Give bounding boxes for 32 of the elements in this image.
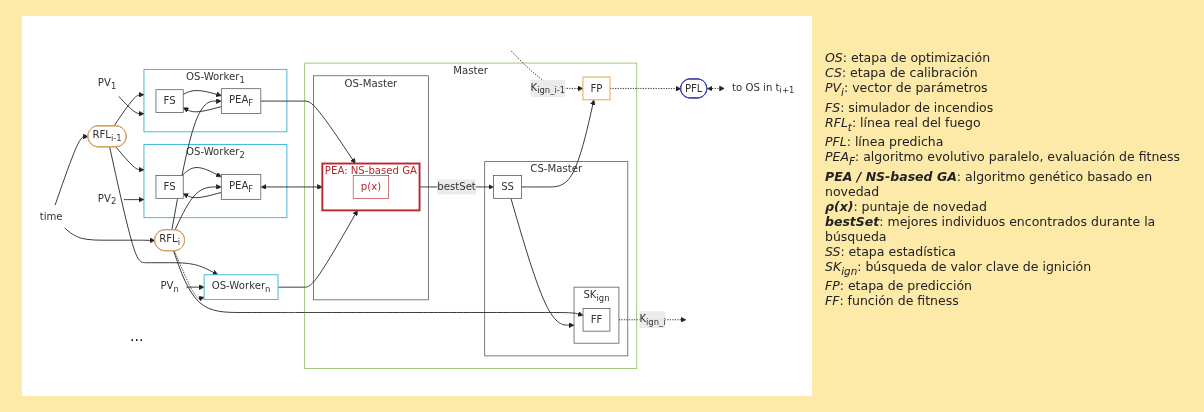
- definition-text: OS: etapa de optimización: [825, 50, 992, 65]
- definition-text: PV$_{i}$: vector de parámetros: [825, 80, 989, 100]
- node-box: FS: [155, 89, 184, 113]
- definition-text: ρ(x): puntaje de novedad: [825, 198, 988, 214]
- definition-text: bestSet: mejores individuos encontrados durante la búsqueda: [825, 213, 1157, 244]
- node-box: PEA$_{F}$: [220, 88, 262, 114]
- node-box: p(x): [352, 175, 390, 199]
- node-box: FF: [582, 308, 611, 332]
- arrow: [707, 85, 725, 92]
- node-box: PEA$_{F}$: [220, 174, 262, 200]
- definition-text: SS: etapa estadística: [825, 243, 958, 259]
- definition-text: CS: etapa de calibración: [825, 65, 979, 80]
- node-text: time: [39, 210, 63, 223]
- node-text: to OS in t$_{i+1}$: [732, 81, 795, 96]
- node-box: FS: [155, 175, 184, 199]
- ellipsis-text: ...: [130, 328, 144, 344]
- edge-label: bestSet: [437, 180, 476, 193]
- edge-label: K$_{ign_i}$: [639, 312, 666, 327]
- definition-text: FS: simulador de incendios: [825, 99, 995, 115]
- node-box: OS-Worker$_{n}$: [203, 274, 279, 301]
- definition-text: FP: etapa de predicción: [825, 278, 974, 293]
- node-box: FP: [582, 76, 611, 101]
- definition-text: PEA$_{F}$: algoritmo evolutivo paralelo, evaluación de fitness: [825, 149, 1182, 169]
- edge-label: K$_{ign_i-1}$: [530, 81, 566, 96]
- definition-text: FF: función de fitness: [825, 293, 960, 308]
- definition-text: SK$_{ign}$: búsqueda de valor clave de ignición: [825, 258, 1093, 278]
- node-text: PV$_{n}$: [160, 279, 179, 294]
- node-text: PV$_{2}$: [97, 192, 117, 207]
- definition-text: PFL: línea predicha: [825, 134, 945, 149]
- node-box: SS: [493, 175, 522, 199]
- node-text: PV$_{1}$: [97, 76, 117, 91]
- definition-text: RFL$_{t}$: línea real del fuego: [825, 114, 982, 134]
